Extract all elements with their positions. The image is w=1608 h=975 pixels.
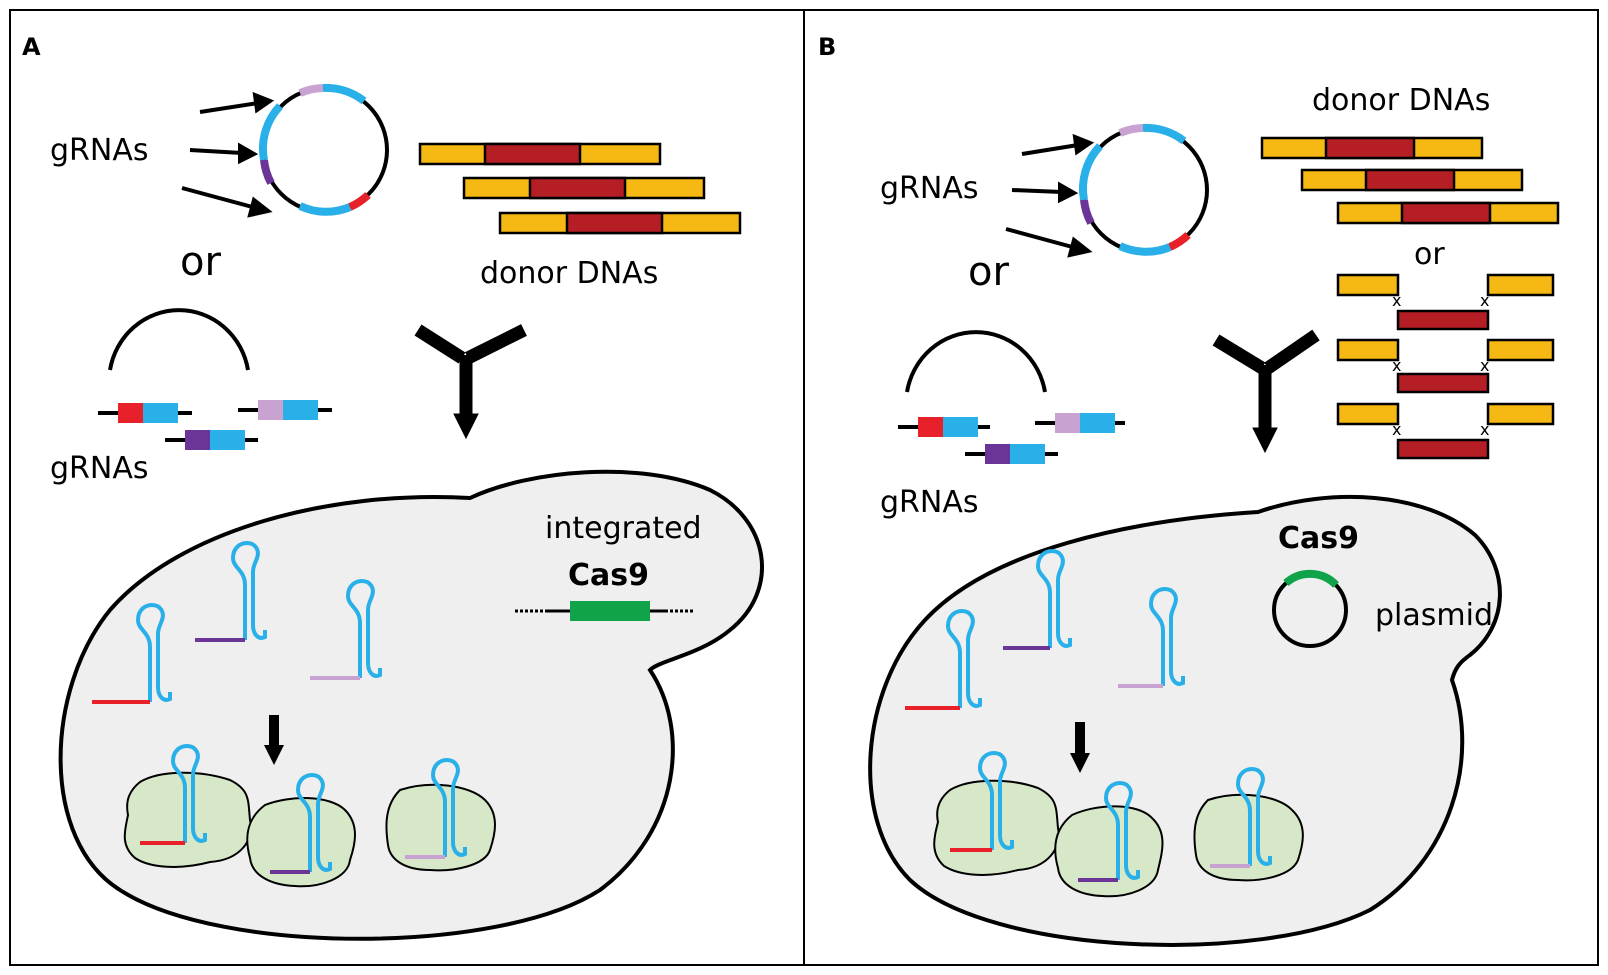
linear-grna-fragments [898,413,1125,464]
junction-mark: x [1480,291,1489,310]
cas9-label: Cas9 [568,558,649,593]
junction-mark: x [1392,356,1401,375]
cas9-label: Cas9 [1278,521,1359,556]
linear-grna-fragments [98,400,332,450]
down-arrow [1070,722,1090,773]
cas9-plasmid [1272,569,1348,648]
free-grnas [905,549,1185,710]
grna-label-top: gRNAs [880,171,978,206]
down-arrow [264,715,284,765]
grna-arrows [181,91,275,218]
merge-arrow [1212,329,1320,454]
integrated-label: integrated [545,511,702,546]
donor-label: donor DNAs [1312,83,1490,118]
panel-b: B gRNAs or [818,33,1560,947]
grna-label-top: gRNAs [50,133,148,168]
donor-dnas [1260,136,1560,225]
grna-label-bottom: gRNAs [880,485,978,520]
panel-b-letter: B [818,33,836,61]
linear-vector-arc [108,308,250,371]
integrated-cas9-locus [515,601,695,621]
donor-or-label: or [1414,237,1445,272]
or-label: or [180,239,221,285]
cas9-grna-complexes [123,744,496,888]
free-grnas [92,541,382,704]
donor-dnas [418,142,742,235]
plasmid-label: plasmid [1375,598,1493,633]
panel-a-letter: A [22,33,41,61]
grna-arrows [1005,133,1095,258]
grna-plasmid [258,83,389,216]
merge-arrow [414,324,527,440]
junction-mark: x [1392,291,1401,310]
junction-mark: x [1480,356,1489,375]
junction-mark: x [1392,420,1401,439]
linear-vector-arc [905,330,1047,393]
panel-a: A gRNAs or [22,33,764,941]
split-donor-dnas: x x x x x x [1336,273,1555,460]
grna-label-bottom: gRNAs [50,451,148,486]
junction-mark: x [1480,420,1489,439]
or-label: or [968,249,1009,295]
grna-plasmid [1078,123,1209,256]
donor-label: donor DNAs [480,256,658,291]
cas9-grna-complexes [933,751,1304,898]
